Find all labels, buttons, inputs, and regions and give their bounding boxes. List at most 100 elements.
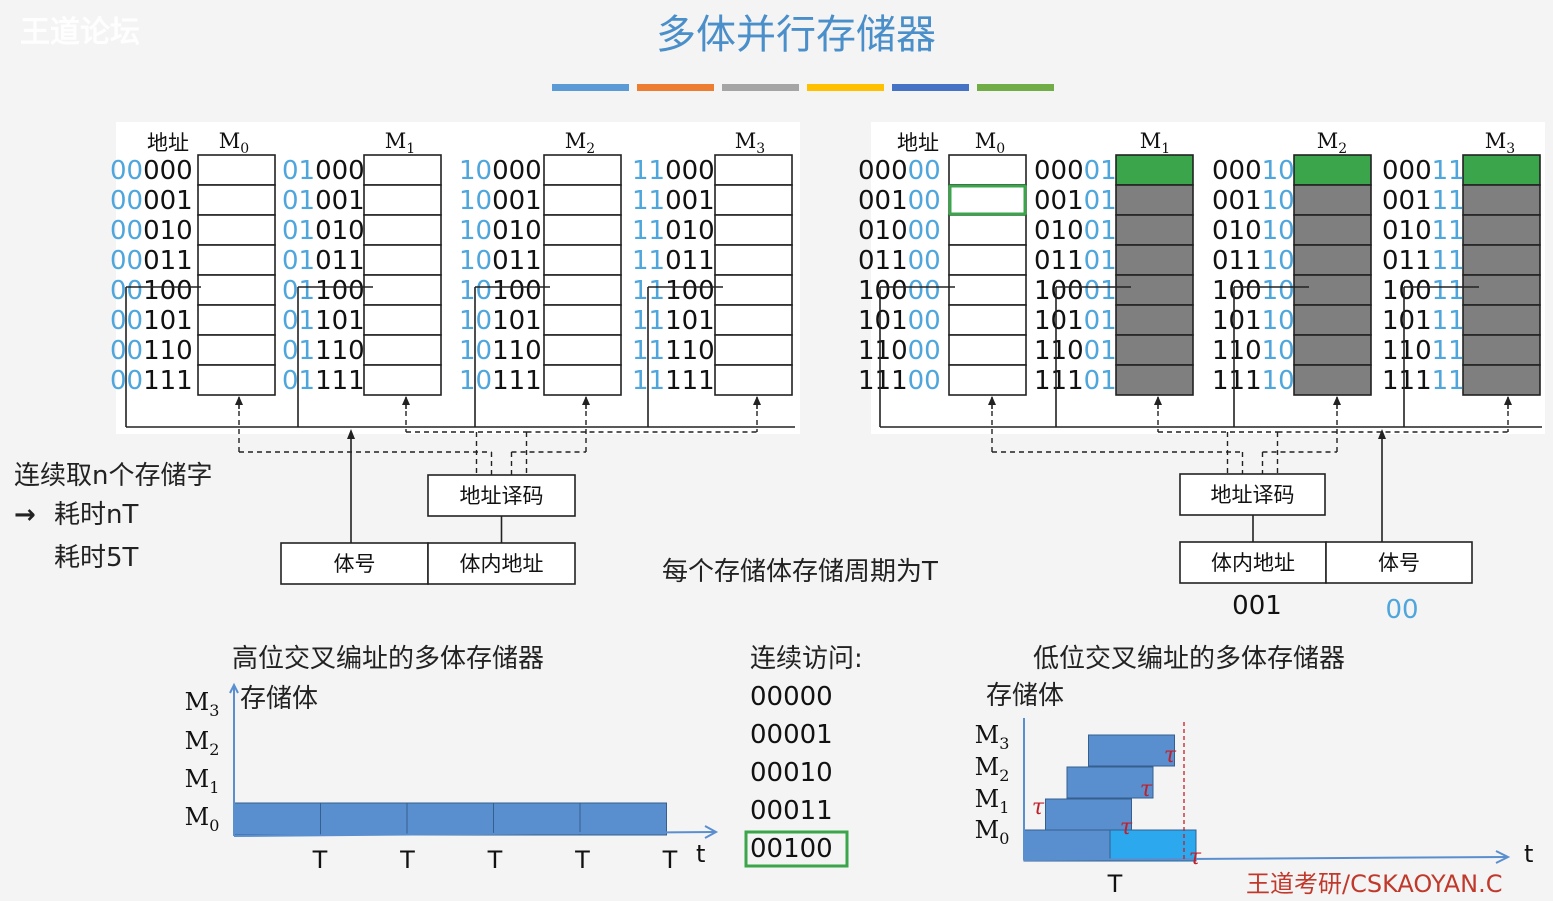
- low-memory-cell: [1293, 304, 1372, 336]
- high-address-label: 00110: [110, 336, 193, 366]
- low-addr-header: 地址: [897, 131, 939, 155]
- high-address-label: 11000: [632, 156, 715, 186]
- note-time-5T: 耗时5T: [54, 543, 139, 573]
- high-address-label: 00111: [110, 366, 193, 396]
- title-color-bar: [552, 84, 1054, 91]
- timeline-high-tick: T: [574, 846, 590, 874]
- low-address-label: 01001: [1034, 216, 1117, 246]
- high-address-label: 11010: [632, 216, 715, 246]
- high-address-label: 10010: [459, 216, 542, 246]
- high-address-label: 11100: [632, 276, 715, 306]
- high-memory-cell: [363, 304, 442, 336]
- high-address-label: 11110: [632, 336, 715, 366]
- high-memory-cell: [714, 274, 793, 306]
- low-address-label: 11011: [1382, 336, 1465, 366]
- high-memory-cell: [543, 244, 622, 276]
- low-memory-cell: [1115, 304, 1194, 336]
- watermark-logo: 王道论坛: [20, 15, 140, 50]
- timeline-high-caption: 高位交叉编址的多体存储器: [232, 644, 544, 674]
- low-address-label: 10000: [858, 276, 941, 306]
- low-address-label: 10101: [1034, 306, 1117, 336]
- tau-label: τ: [1120, 815, 1133, 840]
- high-address-label: 01110: [282, 336, 365, 366]
- low-address-label: 11101: [1034, 366, 1117, 396]
- high-addr-header: 地址: [147, 131, 189, 155]
- high-memory-cell: [714, 334, 793, 366]
- timeline-low-row-m0: M0: [975, 816, 1010, 848]
- high-field-box-left: [280, 542, 429, 585]
- high-memory-cell: [197, 244, 276, 276]
- high-address-label: 11111: [632, 366, 715, 396]
- low-select-arrowhead: [1154, 396, 1162, 405]
- high-address-label: 01010: [282, 216, 365, 246]
- timeline-high-x-axis: [233, 831, 715, 837]
- arrow-icon: →: [14, 500, 36, 530]
- low-address-label: 01101: [1034, 246, 1117, 276]
- high-select-arrowhead: [235, 396, 243, 405]
- low-address-label: 01010: [1212, 216, 1295, 246]
- timeline-high-row-m3: M3: [185, 688, 220, 720]
- low-memory-cell: [1293, 244, 1372, 276]
- high-memory-cell: [197, 154, 276, 186]
- low-memory-cell: [1115, 274, 1194, 306]
- low-memory-cell: [1462, 304, 1541, 336]
- low-memory-cell: [1115, 364, 1194, 396]
- access-item: 00000: [750, 682, 833, 712]
- low-select-arrowhead: [988, 396, 996, 405]
- access-item: 00011: [750, 796, 833, 826]
- high-decoder-label: 地址译码: [460, 484, 544, 508]
- low-memory-cell: [948, 274, 1027, 306]
- color-bar-segment: [722, 84, 799, 91]
- high-module-label-m1: M1: [385, 129, 415, 157]
- high-address-label: 00011: [110, 246, 193, 276]
- low-address-label: 00100: [858, 186, 941, 216]
- color-bar-segment: [892, 84, 969, 91]
- high-module-label-m3: M3: [735, 129, 765, 157]
- low-address-label: 01100: [858, 246, 941, 276]
- page-title: 多体并行存储器: [656, 12, 936, 58]
- high-address-label: 10100: [459, 276, 542, 306]
- low-module-label-m0: M0: [975, 129, 1005, 157]
- low-address-label: 00110: [1212, 186, 1295, 216]
- high-address-label: 01001: [282, 186, 365, 216]
- access-item: 00010: [750, 758, 833, 788]
- low-memory-cell: [1293, 334, 1372, 366]
- low-memory-cell: [1293, 364, 1372, 396]
- high-memory-cell: [363, 364, 442, 396]
- timeline-high-row-m0: M0: [185, 803, 220, 835]
- low-memory-cell: [1462, 154, 1541, 186]
- high-select-arrowhead: [582, 396, 590, 405]
- note-cycle: 每个存储体存储周期为T: [662, 557, 938, 587]
- high-memory-cell: [363, 244, 442, 276]
- timeline-high-row-m2: M2: [185, 727, 220, 759]
- timeline-low-bar: [1045, 798, 1132, 831]
- high-address-label: 00000: [110, 156, 193, 186]
- low-select-arrowhead: [1504, 396, 1512, 405]
- low-field-bus-arrowhead: [1378, 429, 1386, 439]
- low-address-label: 11111: [1382, 366, 1465, 396]
- high-address-label: 10110: [459, 336, 542, 366]
- low-memory-cell: [1293, 214, 1372, 246]
- high-module-label-m2: M2: [565, 129, 595, 157]
- low-select-arrowhead: [1333, 396, 1341, 405]
- low-memory-cell: [948, 304, 1027, 336]
- tau-label: τ: [1189, 845, 1202, 870]
- low-address-label: 01111: [1382, 246, 1465, 276]
- low-memory-cell: [948, 184, 1027, 216]
- low-bank-value: 00: [1385, 595, 1418, 625]
- low-address-label: 11100: [858, 366, 941, 396]
- timeline-low-bar: [1109, 829, 1197, 862]
- low-decoder-box: [1179, 473, 1326, 516]
- low-inner-addr-value: 001: [1232, 591, 1282, 621]
- tau-label: τ: [1164, 743, 1177, 768]
- high-memory-cell: [363, 274, 442, 306]
- low-memory-cell: [1115, 184, 1194, 216]
- low-address-label: 11001: [1034, 336, 1117, 366]
- low-module-label-m3: M3: [1485, 129, 1515, 157]
- timeline-low-row-m2: M2: [975, 753, 1010, 785]
- low-m0-highlight-cell: [948, 184, 1027, 216]
- high-address-label: 10111: [459, 366, 542, 396]
